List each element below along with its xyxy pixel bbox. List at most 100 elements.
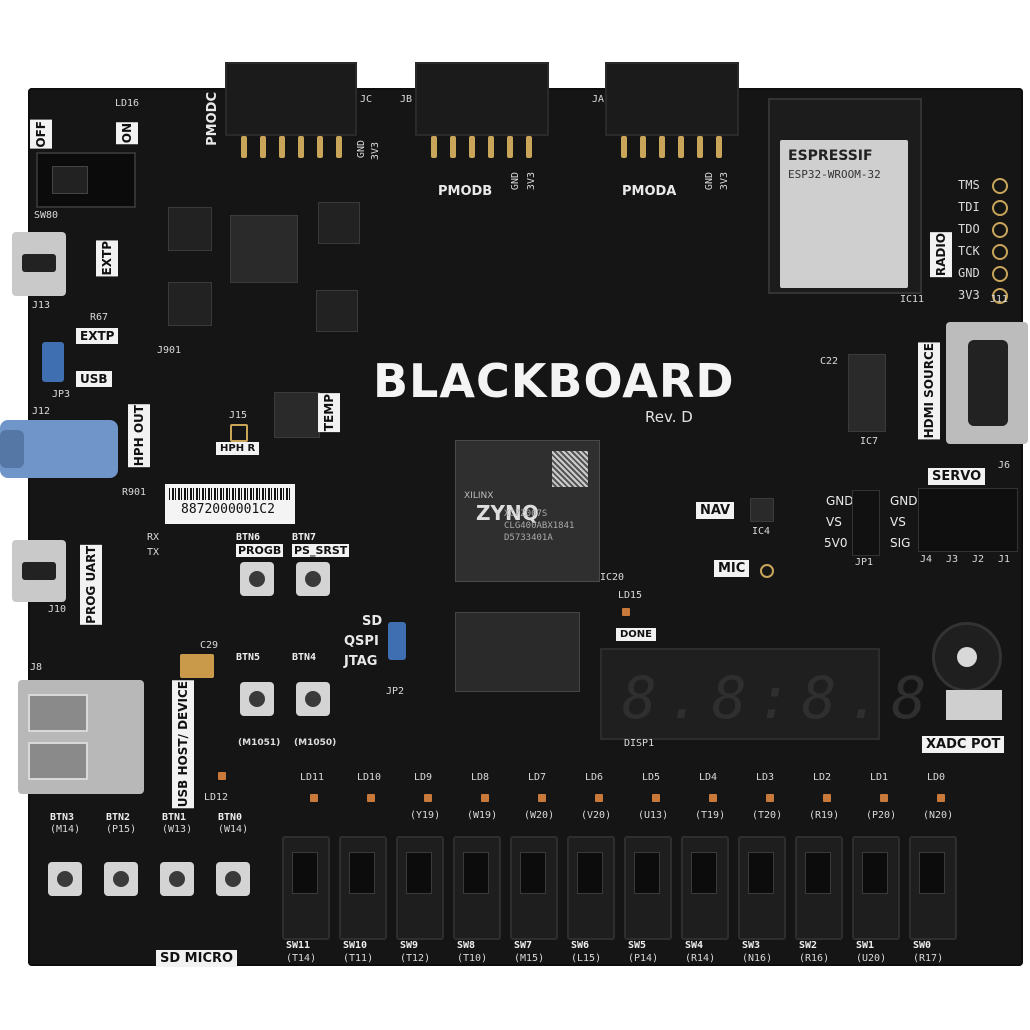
slide-switch[interactable] <box>453 836 501 940</box>
sd-micro-label: SD MICRO <box>156 950 238 967</box>
switch-label: SW8 <box>457 940 476 951</box>
push-button-core[interactable] <box>249 571 265 587</box>
slide-switch[interactable] <box>852 836 900 940</box>
header-pin <box>298 136 304 158</box>
seven-segment-display: 8.8:8.8. <box>600 648 971 740</box>
slide-switch-knob[interactable] <box>862 852 888 894</box>
slide-switch-knob[interactable] <box>349 852 375 894</box>
prog-uart-usb-port[interactable] <box>12 540 66 602</box>
slide-switch-knob[interactable] <box>463 852 489 894</box>
zynq-line1: XC7Z007S <box>504 509 548 519</box>
slide-switch[interactable] <box>681 836 729 940</box>
xadc-knob[interactable] <box>957 647 977 667</box>
slide-switch[interactable] <box>339 836 387 940</box>
push-button[interactable] <box>296 562 330 596</box>
led-label: LD6 <box>585 772 604 783</box>
ld12-led <box>218 772 226 780</box>
push-button-core[interactable] <box>57 871 73 887</box>
slide-switch[interactable] <box>282 836 330 940</box>
button-name: BTN5 <box>236 652 261 663</box>
push-button[interactable] <box>296 682 330 716</box>
radio-pin-pad <box>992 178 1008 194</box>
pmoda-header[interactable] <box>605 62 739 136</box>
led-pin: (N20) <box>923 810 954 821</box>
led-label: LD10 <box>357 772 382 783</box>
push-button-core[interactable] <box>225 871 241 887</box>
xadc-potentiometer[interactable] <box>932 622 1002 692</box>
sd-mode-label: SD <box>362 614 383 629</box>
inductor-l8 <box>168 207 212 251</box>
slide-switch[interactable] <box>624 836 672 940</box>
slide-switch[interactable] <box>567 836 615 940</box>
led <box>823 794 831 802</box>
serial-sticker: 8872000001C2 <box>165 484 295 524</box>
slide-switch[interactable] <box>738 836 786 940</box>
slide-switch-knob[interactable] <box>748 852 774 894</box>
zynq-name: ZYNQ <box>476 501 539 525</box>
switch-pin: (U20) <box>856 953 887 964</box>
radio-pin-pad <box>992 266 1008 282</box>
tx-label: TX <box>147 547 160 558</box>
header-pin <box>431 136 437 158</box>
slide-switch[interactable] <box>510 836 558 940</box>
push-button[interactable] <box>240 562 274 596</box>
boot-mode-jumper[interactable] <box>388 622 406 660</box>
led <box>766 794 774 802</box>
push-button-core[interactable] <box>305 691 321 707</box>
extp-usb-port[interactable] <box>12 232 66 296</box>
slide-switch-knob[interactable] <box>406 852 432 894</box>
slide-switch-knob[interactable] <box>577 852 603 894</box>
pmodc-header[interactable] <box>225 62 357 136</box>
xadc-pot-base <box>946 690 1002 720</box>
hdmi-port[interactable] <box>946 322 1028 444</box>
jp1-label: JP1 <box>855 557 874 568</box>
audio-jack[interactable] <box>0 420 118 478</box>
led <box>367 794 375 802</box>
power-switch[interactable] <box>36 152 136 208</box>
pmodb-header[interactable] <box>415 62 549 136</box>
jp3-label: JP3 <box>52 389 71 400</box>
inductor-l9 <box>168 282 212 326</box>
slide-switch-knob[interactable] <box>805 852 831 894</box>
jp1-pin-label: 5V0 <box>824 536 848 550</box>
zynq-chip: XILINX ZYNQ XC7Z007S CLG400ABX1841 D5733… <box>455 440 600 582</box>
jp3-jumper[interactable] <box>42 342 64 382</box>
usb-host-port[interactable] <box>18 680 144 794</box>
slide-switch-knob[interactable] <box>691 852 717 894</box>
j10-label: J10 <box>48 604 67 615</box>
jp1-pin-label: VS <box>826 515 842 529</box>
header-pin <box>279 136 285 158</box>
led-pin: (P20) <box>866 810 897 821</box>
push-button[interactable] <box>240 682 274 716</box>
slide-switch[interactable] <box>396 836 444 940</box>
led-label: LD7 <box>528 772 547 783</box>
esp32-brand: ESPRESSIF <box>788 148 873 164</box>
header-pin <box>488 136 494 158</box>
pmodb-label: PMODB <box>438 184 493 199</box>
xadc-label: XADC POT <box>922 736 1005 753</box>
servo-j-label: J3 <box>946 554 959 565</box>
slide-switch[interactable] <box>795 836 843 940</box>
servo-header[interactable] <box>918 488 1018 552</box>
slide-switch[interactable] <box>909 836 957 940</box>
slide-switch-knob[interactable] <box>520 852 546 894</box>
header-pin <box>697 136 703 158</box>
slide-switch-knob[interactable] <box>634 852 660 894</box>
servo-j-label: J4 <box>920 554 933 565</box>
push-button[interactable] <box>48 862 82 896</box>
push-button[interactable] <box>160 862 194 896</box>
push-button-core[interactable] <box>169 871 185 887</box>
switch-label: SW11 <box>286 940 311 951</box>
power-switch-knob[interactable] <box>52 166 88 194</box>
push-button-core[interactable] <box>305 571 321 587</box>
slide-switch-knob[interactable] <box>919 852 945 894</box>
jp1-header[interactable] <box>852 490 880 556</box>
push-button-core[interactable] <box>249 691 265 707</box>
servo-pin-label: VS <box>890 515 906 529</box>
slide-switch-knob[interactable] <box>292 852 318 894</box>
servo-pin-label: GND <box>890 494 918 508</box>
push-button-core[interactable] <box>113 871 129 887</box>
push-button[interactable] <box>216 862 250 896</box>
c29-capacitor <box>180 654 214 678</box>
push-button[interactable] <box>104 862 138 896</box>
